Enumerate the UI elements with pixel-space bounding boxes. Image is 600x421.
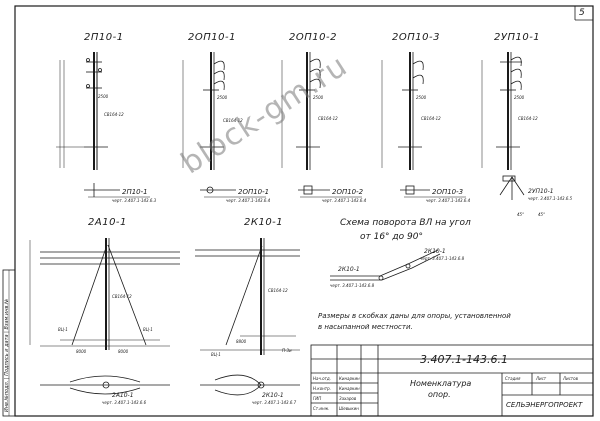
pole-5-dim: 2500 <box>514 95 525 100</box>
sheet-frame <box>14 5 594 417</box>
pole-title-a2: 2К10-1 <box>244 217 284 228</box>
plan-ref-4: черт. 3.407.1-143.6.4 <box>426 198 471 203</box>
pole-1-dim: 2500 <box>98 94 109 99</box>
plan-ref-7: черт. 3.407.1-143.6.7 <box>252 400 297 405</box>
pole-a1-anchor-right: ВЦ-1 <box>143 327 153 332</box>
sheet-name-line-2: опор. <box>428 390 451 399</box>
scheme-title-line-2: от 16° до 90° <box>360 232 423 242</box>
plan-ref-2: черт. 3.407.1-143.6.4 <box>226 198 271 203</box>
pole-2p10-1-drawing <box>56 52 108 170</box>
plan-angle-a: 45° <box>517 212 525 217</box>
sheets-header: Листов <box>563 376 578 381</box>
pole-title-2: 2ОП10-1 <box>188 32 236 43</box>
plan-ref-1: черт. 3.407.1-143.6.3 <box>112 198 157 203</box>
doc-code: 3.407.1-143.6.1 <box>420 353 508 366</box>
plan-title-6: 2А10-1 <box>112 392 134 399</box>
pole-title-a1: 2А10-1 <box>88 217 127 228</box>
pole-title-4: 2ОП10-3 <box>392 32 440 43</box>
plan-title-3: 2ОП10-2 <box>332 188 364 196</box>
pole-2-dim: 2500 <box>217 95 228 100</box>
pole-3-dim: 2500 <box>313 95 324 100</box>
pole-a2-marking: СВ164-12 <box>268 288 288 293</box>
plan-title-5: 2УП10-1 <box>528 188 554 195</box>
plan-title-4: 2ОП10-3 <box>432 188 464 196</box>
pole-1-marking: СВ164-12 <box>104 112 124 117</box>
plan-ref-3: черт. 3.407.1-143.6.4 <box>322 198 367 203</box>
pole-a1-marking: СВ164-12 <box>112 294 132 299</box>
page-number: 5 <box>579 8 585 18</box>
org-name: СЕЛЬЭНЕРГОПРОЕКТ <box>506 401 583 409</box>
plan-ref-5: черт. 3.407.1-143.6.5 <box>528 196 573 201</box>
plan-angle-b: 45° <box>538 212 546 217</box>
side-stamp-text: Инв.№подл. | Подпись и дата | Взам.инв.№ <box>4 298 10 412</box>
pole-a1-span-left: 8000 <box>76 349 87 354</box>
pole-2-marking: СВ164-12 <box>223 118 243 123</box>
plan-views-row <box>84 175 525 200</box>
scheme-lower-title: 2К10-1 <box>338 266 360 273</box>
pole-2op10-3-drawing <box>381 52 424 170</box>
pole-title-1: 2П10-1 <box>84 32 124 43</box>
plan-ref-6: черт. 3.407.1-143.6.6 <box>102 400 147 405</box>
pole-3-marking: СВ164-12 <box>318 116 338 121</box>
pole-title-3: 2ОП10-2 <box>289 32 337 43</box>
sheet-header: Лист <box>536 376 547 381</box>
turning-scheme-drawing <box>330 249 441 281</box>
pole-4-marking: СВ164-12 <box>421 116 441 121</box>
pole-a2-anchor-right: П-3и <box>282 348 292 353</box>
pole-title-5: 2УП10-1 <box>494 32 541 43</box>
pole-4-dim: 2500 <box>416 95 427 100</box>
tb-name-4: Шевыкин <box>339 406 359 411</box>
note-line-2: в насыпанной местности. <box>318 323 413 331</box>
plan-title-7: 2К10-1 <box>262 392 284 399</box>
scheme-upper-ref: черт. 3.407.1-143.6.8 <box>420 256 465 261</box>
tb-name-1: Кинаркин <box>339 376 360 381</box>
pole-2up10-1-drawing <box>481 52 522 170</box>
sheet-name-line-1: Номенклатура <box>410 379 472 388</box>
stage-header: Стадия <box>505 376 521 381</box>
scheme-lower-ref: черт. 3.407.1-143.6.8 <box>330 283 375 288</box>
pole-2op10-1-drawing <box>182 52 225 170</box>
pole-a2-span: 8800 <box>236 339 247 344</box>
tb-role-3: ГИП <box>313 396 322 401</box>
tb-name-3: Захаров <box>339 396 357 401</box>
pole-a1-span-right: 8000 <box>118 349 129 354</box>
title-block-frame <box>310 344 594 417</box>
pole-2a10-1-drawing <box>29 238 180 395</box>
pole-a1-anchor-left: ВЦ-1 <box>58 327 68 332</box>
tb-role-1: Нач.отд. <box>313 376 331 381</box>
tb-role-4: Ст.инж. <box>313 406 330 411</box>
pole-2op10-2-drawing <box>281 52 321 170</box>
plan-title-1: 2П10-1 <box>122 188 148 196</box>
pole-5-marking: СВ164-12 <box>518 116 538 121</box>
pole-a2-anchor-left: ВЦ-1 <box>211 352 221 357</box>
scheme-upper-title: 2К10-1 <box>424 248 446 255</box>
note-line-1: Размеры в скобках даны для опоры, устано… <box>318 312 511 320</box>
tb-name-2: Кинаркин <box>339 386 360 391</box>
pole-2k10-1-drawing <box>195 238 300 396</box>
tb-role-2: Н.контр. <box>313 386 331 391</box>
scheme-title-line-1: Схема поворота ВЛ на угол <box>340 218 471 228</box>
plan-title-2: 2ОП10-1 <box>238 188 270 196</box>
